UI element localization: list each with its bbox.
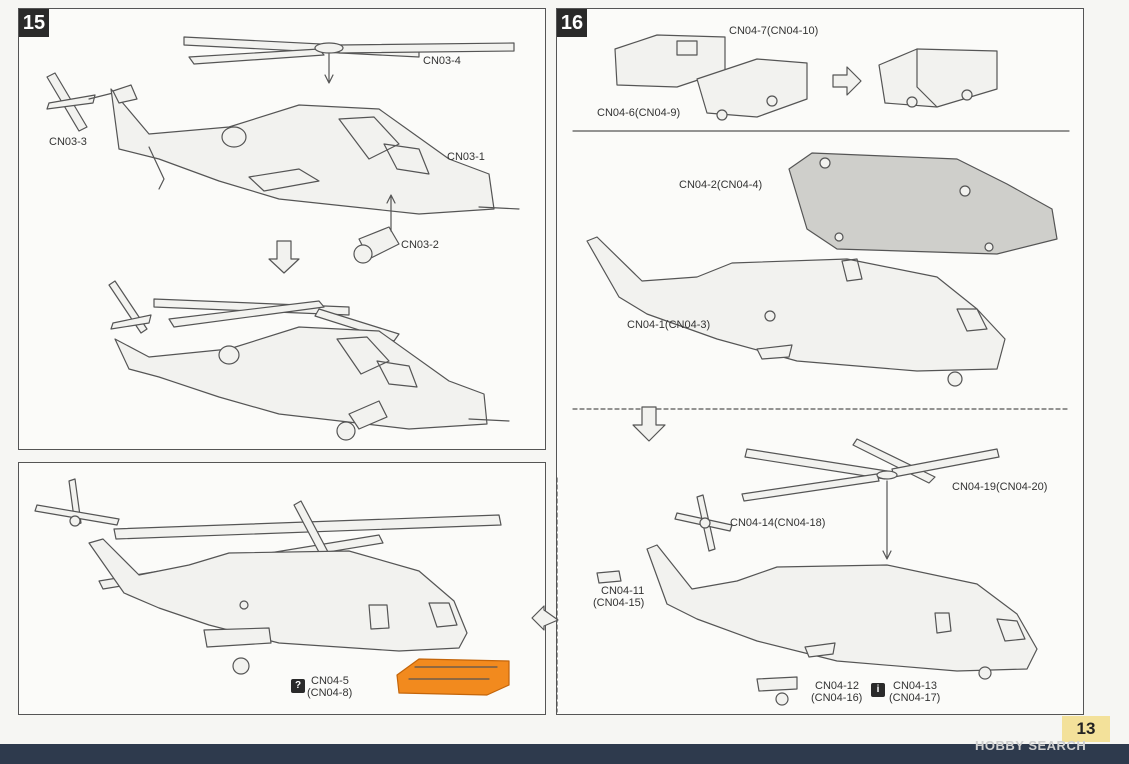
right-arrow-icon	[832, 66, 862, 96]
label-cn04-8: (CN04-8)	[307, 687, 353, 699]
label-cn04-14: CN04-14(CN04-18)	[730, 517, 826, 529]
label-cn04-1: CN04-1(CN04-3)	[627, 319, 711, 331]
label-cn04-5: CN04-5	[311, 675, 349, 687]
label-cn03-4: CN03-4	[423, 55, 461, 67]
landing-gear-part	[353, 194, 400, 264]
label-cn04-15: (CN04-15)	[593, 597, 645, 609]
label-cn03-3: CN03-3	[49, 136, 87, 148]
main-rotor-part	[741, 438, 1000, 560]
label-cn04-2: CN04-2(CN04-4)	[679, 179, 763, 191]
step-17-drawing	[34, 478, 510, 696]
down-arrow-icon	[268, 240, 300, 274]
transport-helicopter-final	[34, 478, 502, 675]
fuel-tank-parts	[614, 34, 808, 121]
label-cn04-6: CN04-6(CN04-9)	[597, 107, 681, 119]
label-cn03-2: CN03-2	[401, 239, 439, 251]
down-arrow-icon	[632, 406, 666, 442]
info-icon: i	[871, 683, 885, 697]
main-rotor-part	[183, 36, 515, 84]
attack-helicopter-upper	[110, 84, 520, 215]
label-cn04-16: (CN04-16)	[811, 692, 863, 704]
watermark-text: HOBBY SEARCH	[975, 738, 1087, 753]
attack-helicopter-assembled	[108, 280, 510, 441]
label-cn04-7: CN04-7(CN04-10)	[729, 25, 819, 37]
page-number: 13	[1062, 716, 1110, 742]
step-number: 16	[557, 9, 587, 37]
transport-helicopter-assembled	[596, 544, 1038, 706]
step-16-panel: 16	[556, 8, 1084, 715]
step-15-drawing	[46, 36, 520, 441]
step-number: 15	[19, 9, 49, 37]
question-icon: ?	[291, 679, 305, 693]
step-17-panel: ? CN04-5 (CN04-8)	[18, 462, 546, 715]
tail-rotor-part	[674, 494, 733, 552]
label-cn04-17: (CN04-17)	[889, 692, 941, 704]
highlighted-part	[396, 658, 510, 696]
fuel-tank-assembled	[878, 48, 998, 108]
label-cn04-19: CN04-19(CN04-20)	[952, 481, 1048, 493]
step-16-drawing	[572, 34, 1070, 706]
bottom-bar	[0, 744, 1129, 764]
side-shell-part	[788, 152, 1058, 255]
label-cn03-1: CN03-1	[447, 151, 485, 163]
label-cn04-11: CN04-11	[601, 585, 645, 597]
label-cn04-12: CN04-12	[815, 680, 860, 692]
label-cn04-13: CN04-13	[893, 680, 938, 692]
step-15-panel: 15	[18, 8, 546, 450]
transport-helicopter-fuselage	[586, 236, 1006, 387]
tail-rotor-part	[46, 72, 114, 132]
